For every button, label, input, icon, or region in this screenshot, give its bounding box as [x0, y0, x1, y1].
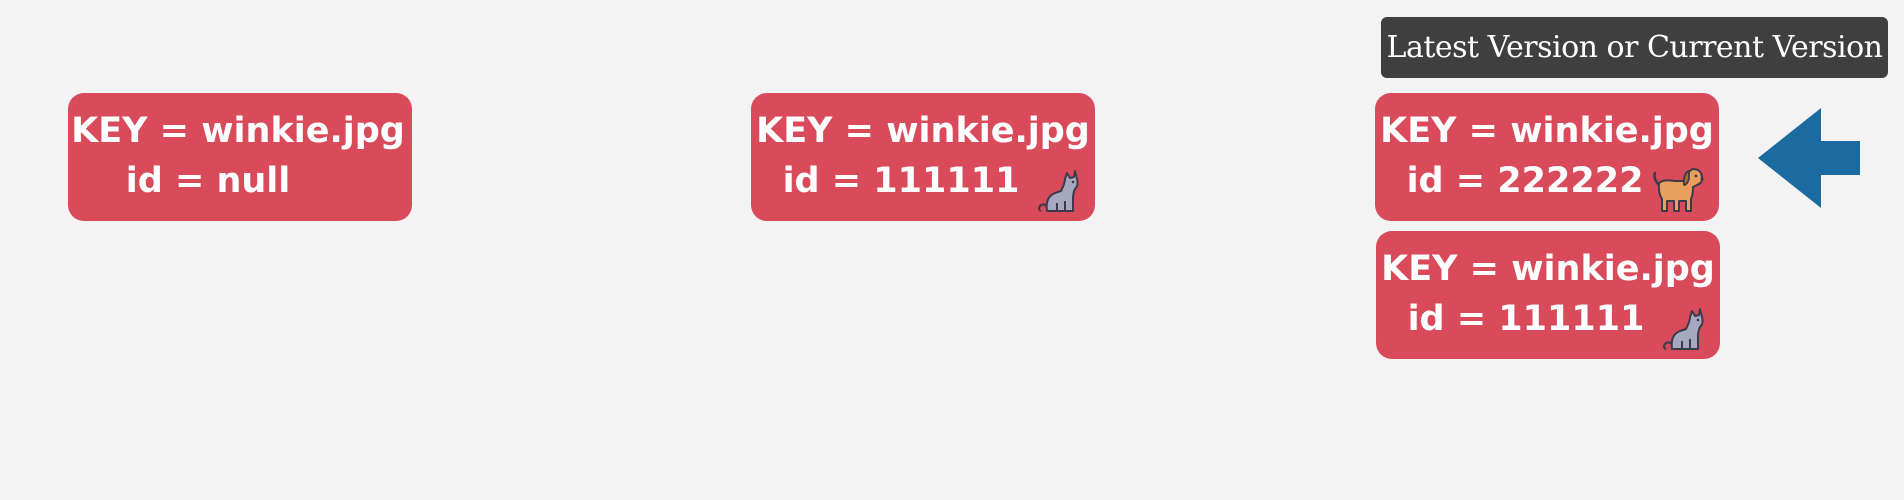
version-box-null: KEY = winkie.jpg id = null: [68, 93, 412, 221]
version-id: id = 111111: [782, 161, 1020, 201]
version-key: KEY = winkie.jpg: [1381, 249, 1715, 289]
version-box-222222-current: KEY = winkie.jpg id = 222222: [1375, 93, 1719, 221]
version-id: id = 111111: [1407, 299, 1645, 339]
arrow-left-icon: [1758, 108, 1860, 208]
dog-icon: [1653, 168, 1704, 212]
cat-icon: [1038, 170, 1079, 212]
version-box-111111-older: KEY = winkie.jpg id = 111111: [1376, 231, 1720, 359]
version-key: KEY = winkie.jpg: [1380, 111, 1714, 151]
cat-icon: [1663, 308, 1704, 350]
version-id: id = 222222: [1406, 161, 1644, 201]
version-key: KEY = winkie.jpg: [71, 111, 405, 151]
current-version-label: Latest Version or Current Version: [1381, 17, 1888, 78]
version-box-111111: KEY = winkie.jpg id = 111111: [751, 93, 1095, 221]
version-id: id = null: [125, 161, 291, 201]
version-key: KEY = winkie.jpg: [756, 111, 1090, 151]
